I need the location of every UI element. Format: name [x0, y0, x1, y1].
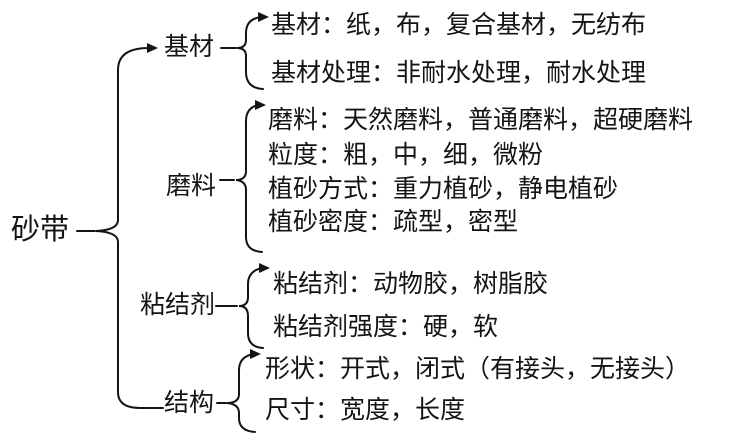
structure-brace: [226, 353, 256, 433]
arrow-icon-abrasive-items: [255, 100, 266, 110]
base-material-brace: [236, 16, 264, 90]
category-label-binder: 粘结剂: [140, 292, 216, 319]
detail-item: 尺寸：宽度，长度: [265, 397, 466, 424]
detail-item: 植砂方式：重力植砂，静电植砂: [268, 176, 619, 203]
arrow-icon-base-material-items: [258, 12, 269, 22]
detail-item: 植砂密度：疏型，密型: [268, 209, 519, 236]
detail-item: 基材：纸，布，复合基材，无纺布: [271, 12, 647, 39]
detail-item: 粘结剂：动物胶，树脂胶: [273, 271, 549, 298]
category-label-structure: 结构: [164, 390, 215, 417]
arrow-icon-binder-items: [259, 263, 270, 273]
arrow-icon-base-material-category: [147, 43, 158, 53]
main-brace: [95, 47, 164, 409]
detail-item: 粘结剂强度：硬，软: [273, 314, 499, 341]
root-label: 砂带: [11, 214, 70, 246]
arrow-icon-structure-items: [250, 349, 261, 359]
detail-item: 粒度：粗，中，细，微粉: [268, 142, 544, 169]
category-label-abrasive: 磨料: [166, 173, 217, 200]
detail-item: 形状：开式，闭式（有接头，无接头）: [265, 356, 691, 383]
abrasive-brace: [235, 104, 263, 253]
detail-item: 基材处理：非耐水处理，耐水处理: [271, 60, 647, 87]
detail-item: 磨料：天然磨料，普通磨料，超硬磨料: [268, 107, 694, 134]
category-label-base-material: 基材: [164, 34, 215, 61]
binder-brace: [238, 267, 264, 349]
